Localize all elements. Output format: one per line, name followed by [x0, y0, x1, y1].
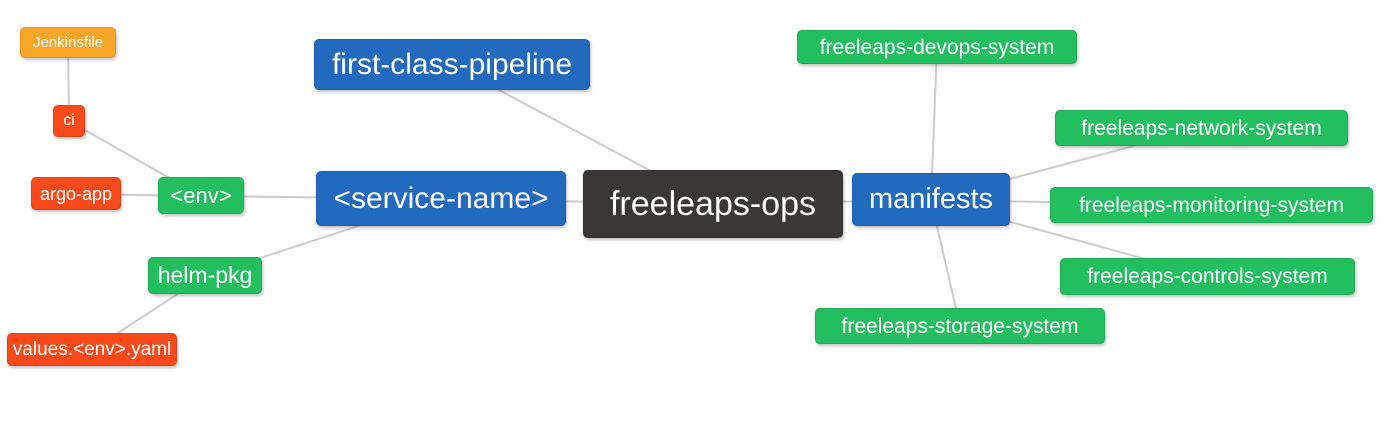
node-freeleaps-storage-system[interactable]: freeleaps-storage-system	[815, 308, 1105, 344]
node-service-name-label: <service-name>	[333, 181, 549, 215]
node-jenkinsfile-label: Jenkinsfile	[32, 34, 104, 51]
node-freeleaps-controls-system[interactable]: freeleaps-controls-system	[1060, 258, 1355, 295]
node-freeleaps-network-system[interactable]: freeleaps-network-system	[1055, 110, 1348, 146]
node-jenkinsfile[interactable]: Jenkinsfile	[20, 27, 116, 58]
node-freeleaps-monitoring-system-label: freeleaps-monitoring-system	[1079, 193, 1344, 217]
node-manifests-label: manifests	[868, 183, 994, 215]
node-freeleaps-devops-system[interactable]: freeleaps-devops-system	[797, 30, 1077, 64]
node-manifests[interactable]: manifests	[852, 173, 1010, 226]
node-helm-pkg[interactable]: helm-pkg	[148, 257, 262, 294]
node-freeleaps-ops-label: freeleaps-ops	[609, 185, 816, 223]
node-freeleaps-storage-system-label: freeleaps-storage-system	[841, 314, 1079, 338]
node-argo-app-label: argo-app	[39, 183, 113, 204]
node-first-class-pipeline[interactable]: first-class-pipeline	[314, 39, 590, 90]
node-ci[interactable]: ci	[53, 105, 85, 137]
node-freeleaps-network-system-label: freeleaps-network-system	[1081, 116, 1322, 140]
node-freeleaps-controls-system-label: freeleaps-controls-system	[1087, 265, 1328, 288]
node-argo-app[interactable]: argo-app	[31, 177, 121, 210]
node-service-name[interactable]: <service-name>	[316, 171, 566, 226]
node-first-class-pipeline-label: first-class-pipeline	[331, 47, 573, 81]
node-ci-label: ci	[63, 112, 75, 129]
node-values-env-yaml-label: values.<env>.yaml	[12, 339, 172, 360]
node-helm-pkg-label: helm-pkg	[157, 262, 253, 288]
node-freeleaps-devops-system-label: freeleaps-devops-system	[819, 35, 1055, 59]
node-freeleaps-ops[interactable]: freeleaps-ops	[583, 170, 843, 238]
node-freeleaps-monitoring-system[interactable]: freeleaps-monitoring-system	[1050, 187, 1373, 223]
node-values-env-yaml[interactable]: values.<env>.yaml	[7, 333, 177, 366]
node-env[interactable]: <env>	[158, 177, 244, 214]
node-env-label: <env>	[170, 182, 232, 208]
